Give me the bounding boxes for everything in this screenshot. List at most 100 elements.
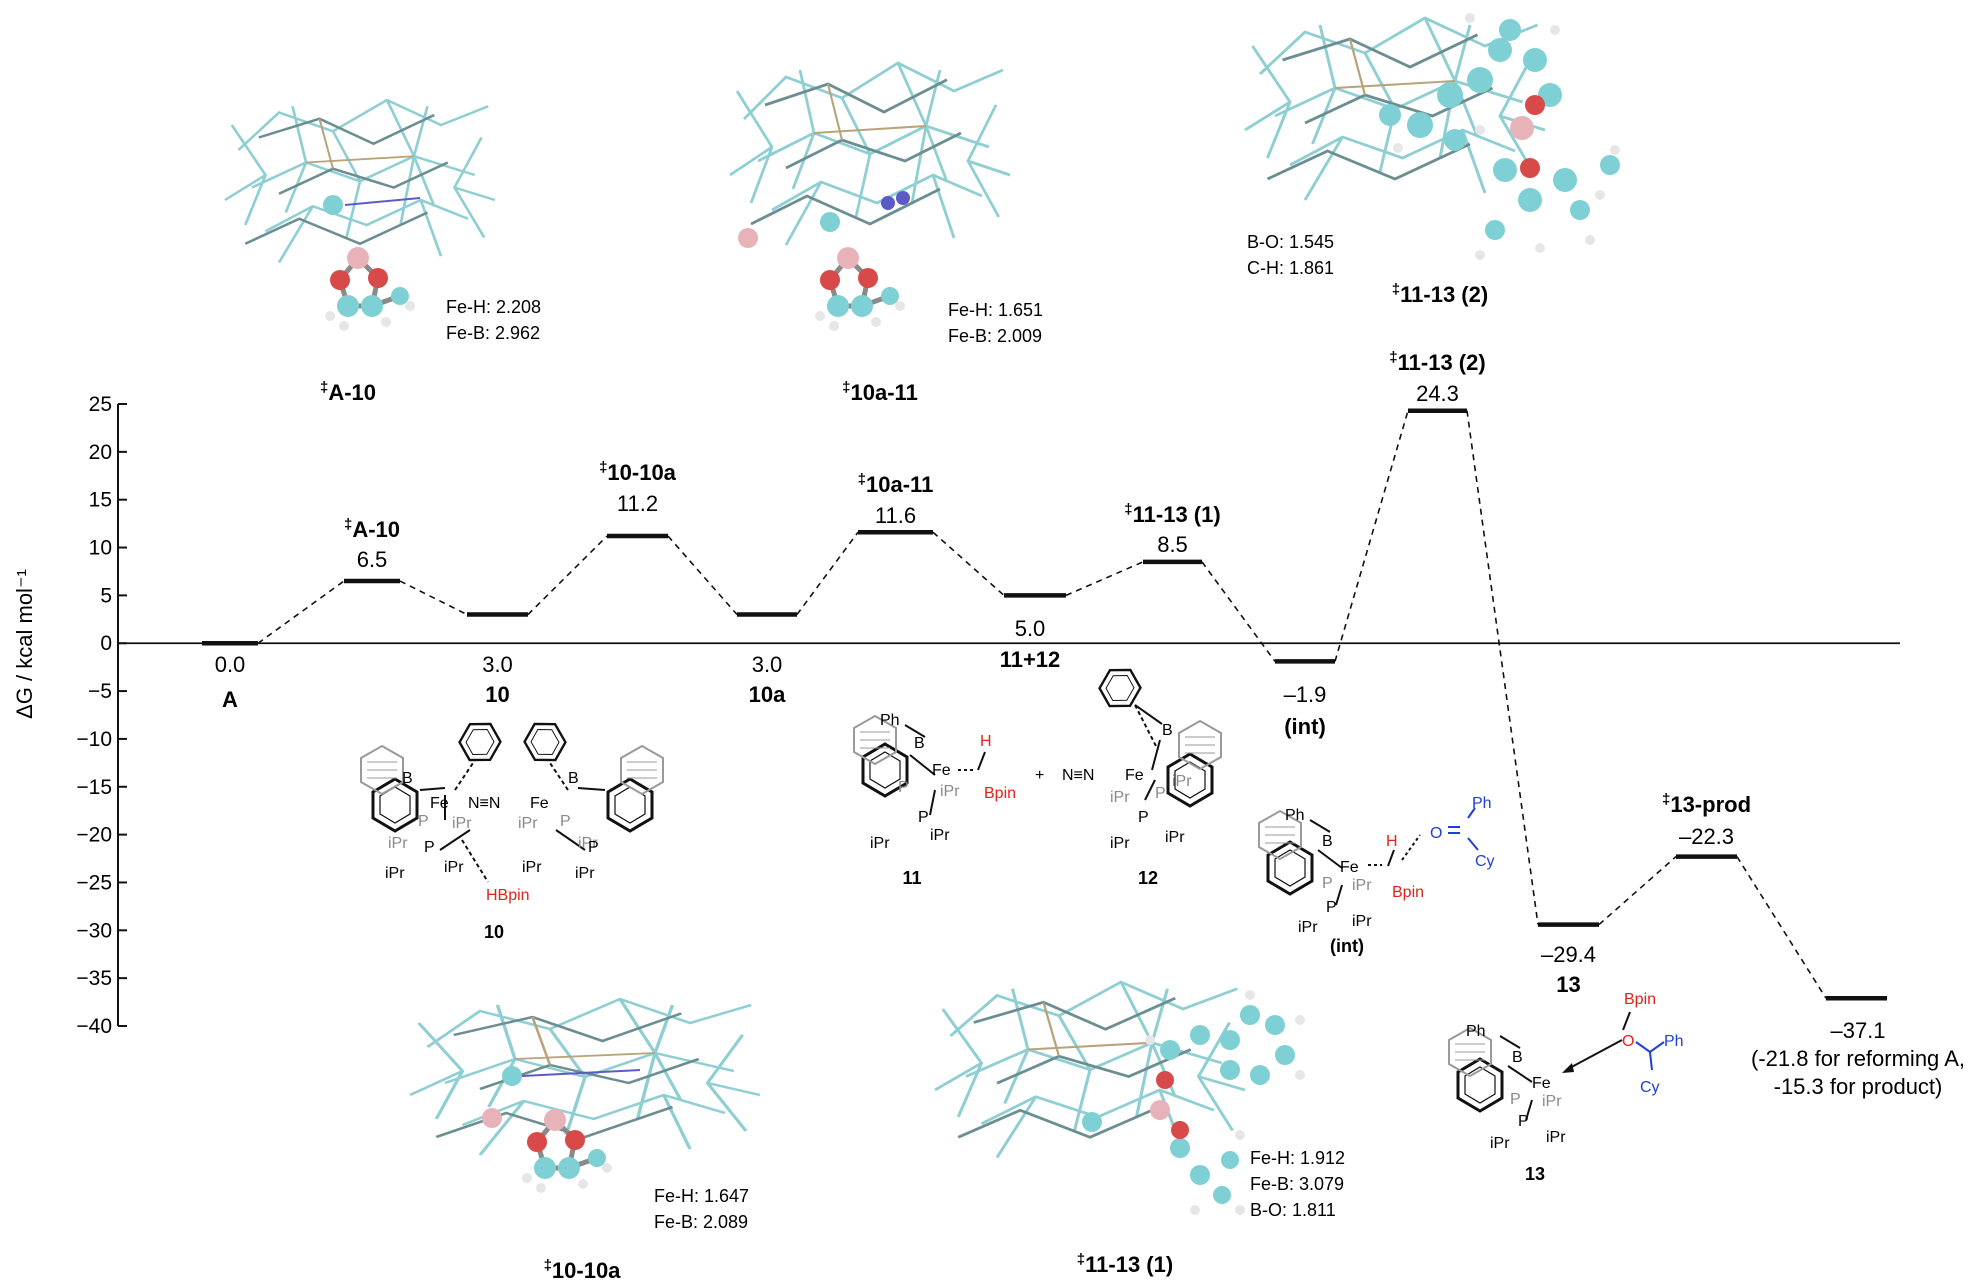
y-axis-title: ΔG / kcal mol⁻¹ xyxy=(12,569,37,719)
product-note-line-2: -15.3 for product) xyxy=(1774,1074,1943,1099)
sint-b: B xyxy=(1322,833,1333,850)
10-10a-geo-2: Fe-B: 2.089 xyxy=(654,1212,748,1232)
s12-n2: N≡N xyxy=(1062,767,1094,784)
s13-bpin: Bpin xyxy=(1624,991,1656,1008)
s10-ipr-grey-4: iPr xyxy=(578,835,598,852)
10a11-title: ‡10a-11 xyxy=(842,379,918,405)
11-13-1-geo-2: Fe-B: 3.079 xyxy=(1250,1174,1344,1194)
s10-ipr-grey-3: iPr xyxy=(518,815,538,832)
sint-bpin: Bpin xyxy=(1392,884,1424,901)
s13-o: O xyxy=(1622,1033,1634,1050)
connector-TS-10a-11 xyxy=(932,531,1005,596)
connector-TS-11-13-2 xyxy=(1466,410,1539,925)
state-label-TS-A-10: ‡A-10 xyxy=(344,516,400,542)
energy-levels xyxy=(202,408,1887,1001)
y-tick-label: −30 xyxy=(76,919,112,942)
11-13-2-geo-1: B-O: 1.545 xyxy=(1247,232,1334,252)
s10-fe-left: Fe xyxy=(430,795,449,812)
10-10a-struct-title: ‡10-10a xyxy=(544,1257,622,1280)
s11-ipr-grey: iPr xyxy=(940,783,960,800)
y-tick-label: 25 xyxy=(89,393,112,416)
connector-11+12 xyxy=(1065,561,1144,597)
scheme-compound-11: Ph B Fe H Bpin P iPr P iPr iPr 11 + xyxy=(853,712,1044,888)
ts-structure-10a11: Fe-H: 1.651 Fe-B: 2.009 ‡10a-11 xyxy=(728,61,1043,405)
s12-fe: Fe xyxy=(1125,767,1144,784)
y-tick-label: −40 xyxy=(76,1015,112,1038)
s12-p-grey: P xyxy=(1155,785,1166,802)
scheme-compound-int: Ph B Fe H Bpin O Ph Cy P iPr P iPr iPr (… xyxy=(1258,795,1495,956)
s11-b: B xyxy=(914,735,925,752)
y-tick-label: −5 xyxy=(88,680,112,703)
energy-level-labels: 0.0A6.5‡A-103.01011.2‡10-10a3.010a11.6‡1… xyxy=(215,349,1886,1043)
s11-ipr-1: iPr xyxy=(870,835,890,852)
s12-b: B xyxy=(1162,722,1173,739)
connector-10a xyxy=(796,531,859,615)
a10-title: ‡A-10 xyxy=(320,379,376,405)
s11-ph: Ph xyxy=(880,712,900,729)
s10-p-left: P xyxy=(424,839,435,856)
sint-ph: Ph xyxy=(1285,807,1305,824)
10a11-geo-2: Fe-B: 2.009 xyxy=(948,326,1042,346)
s11-label: 11 xyxy=(902,868,921,888)
s11-bpin: Bpin xyxy=(984,785,1016,802)
connector-TS-11-13-1 xyxy=(1201,561,1276,662)
scheme-compound-10: B Fe N≡N Fe B P iPr iPr P iPr iPr P iPr … xyxy=(360,713,664,942)
s13-p-grey: P xyxy=(1510,1091,1521,1108)
value-label-int: –1.9 xyxy=(1284,682,1327,707)
connector-13 xyxy=(1598,856,1677,926)
product-note-line-1: (-21.8 for reforming A, xyxy=(1751,1046,1965,1071)
state-label-TS-10a-11: ‡10a-11 xyxy=(858,471,934,497)
state-label-13: 13 xyxy=(1556,972,1580,997)
s12-p: P xyxy=(1138,809,1149,826)
10a11-geo-1: Fe-H: 1.651 xyxy=(948,300,1043,320)
sint-cy: Cy xyxy=(1475,853,1495,870)
s10-hbpin: HBpin xyxy=(486,887,530,904)
s10-n2: N≡N xyxy=(468,795,500,812)
value-label-13: –29.4 xyxy=(1541,942,1596,967)
10-10a-geo-1: Fe-H: 1.647 xyxy=(654,1186,749,1206)
s10-ipr-3: iPr xyxy=(522,859,542,876)
s12-ipr-1: iPr xyxy=(1110,835,1130,852)
s10-ipr-grey-2: iPr xyxy=(388,835,408,852)
state-label-11+12: 11+12 xyxy=(1000,647,1061,672)
connector-int xyxy=(1334,410,1409,662)
state-label-TS-11-13-2: ‡11-13 (2) xyxy=(1389,349,1485,375)
s12-label: 12 xyxy=(1138,868,1158,888)
y-tick-label: 20 xyxy=(89,441,112,464)
s11-p: P xyxy=(918,809,929,826)
11-13-2-struct-title: ‡11-13 (2) xyxy=(1392,281,1488,307)
11-13-1-struct-title: ‡11-13 (1) xyxy=(1077,1251,1173,1277)
state-label-TS-10-10a: ‡10-10a xyxy=(599,459,677,485)
s10-ipr-grey-1: iPr xyxy=(452,815,472,832)
s13-ipr-grey: iPr xyxy=(1542,1093,1562,1110)
s10-ipr-1: iPr xyxy=(385,865,405,882)
ts-structure-11-13-1: Fe-H: 1.912 Fe-B: 3.079 B-O: 1.811 ‡11-1… xyxy=(933,980,1345,1277)
value-label-11+12: 5.0 xyxy=(1015,616,1046,641)
sint-p-grey: P xyxy=(1322,875,1333,892)
s13-cy: Cy xyxy=(1640,1079,1660,1096)
sint-h: H xyxy=(1386,833,1398,850)
sint-ipr-grey: iPr xyxy=(1352,877,1372,894)
y-tick-label: 10 xyxy=(89,537,112,560)
a10-geo-1: Fe-H: 2.208 xyxy=(446,297,541,317)
s13-b: B xyxy=(1512,1049,1523,1066)
s13-ipr-2: iPr xyxy=(1546,1129,1566,1146)
ts-structure-11-13-2: B-O: 1.545 C-H: 1.861 ‡11-13 (2) xyxy=(1243,13,1620,307)
sint-fe: Fe xyxy=(1340,859,1359,876)
y-tick-label: −10 xyxy=(76,728,112,751)
connector-A xyxy=(257,580,345,644)
ts-structure-10-10a: Fe-H: 1.647 Fe-B: 2.089 ‡10-10a xyxy=(408,997,762,1280)
ts-structure-a10: Fe-H: 2.208 Fe-B: 2.962 ‡A-10 xyxy=(223,98,541,405)
value-label-A: 0.0 xyxy=(215,652,246,677)
s13-fe: Fe xyxy=(1532,1075,1551,1092)
s10-ipr-4: iPr xyxy=(575,865,595,882)
value-label-TS-13-prod: –22.3 xyxy=(1679,824,1734,849)
y-tick-label: −20 xyxy=(76,824,112,847)
value-label-10a: 3.0 xyxy=(752,652,783,677)
s10-ipr-2: iPr xyxy=(444,859,464,876)
scheme-compound-13: Ph B Fe Bpin O Ph Cy P iPr P iPr iPr 13 xyxy=(1448,991,1684,1184)
s13-ph: Ph xyxy=(1466,1023,1486,1040)
s10-p-grey-right: P xyxy=(560,813,571,830)
state-label-TS-11-13-1: ‡11-13 (1) xyxy=(1124,501,1220,527)
